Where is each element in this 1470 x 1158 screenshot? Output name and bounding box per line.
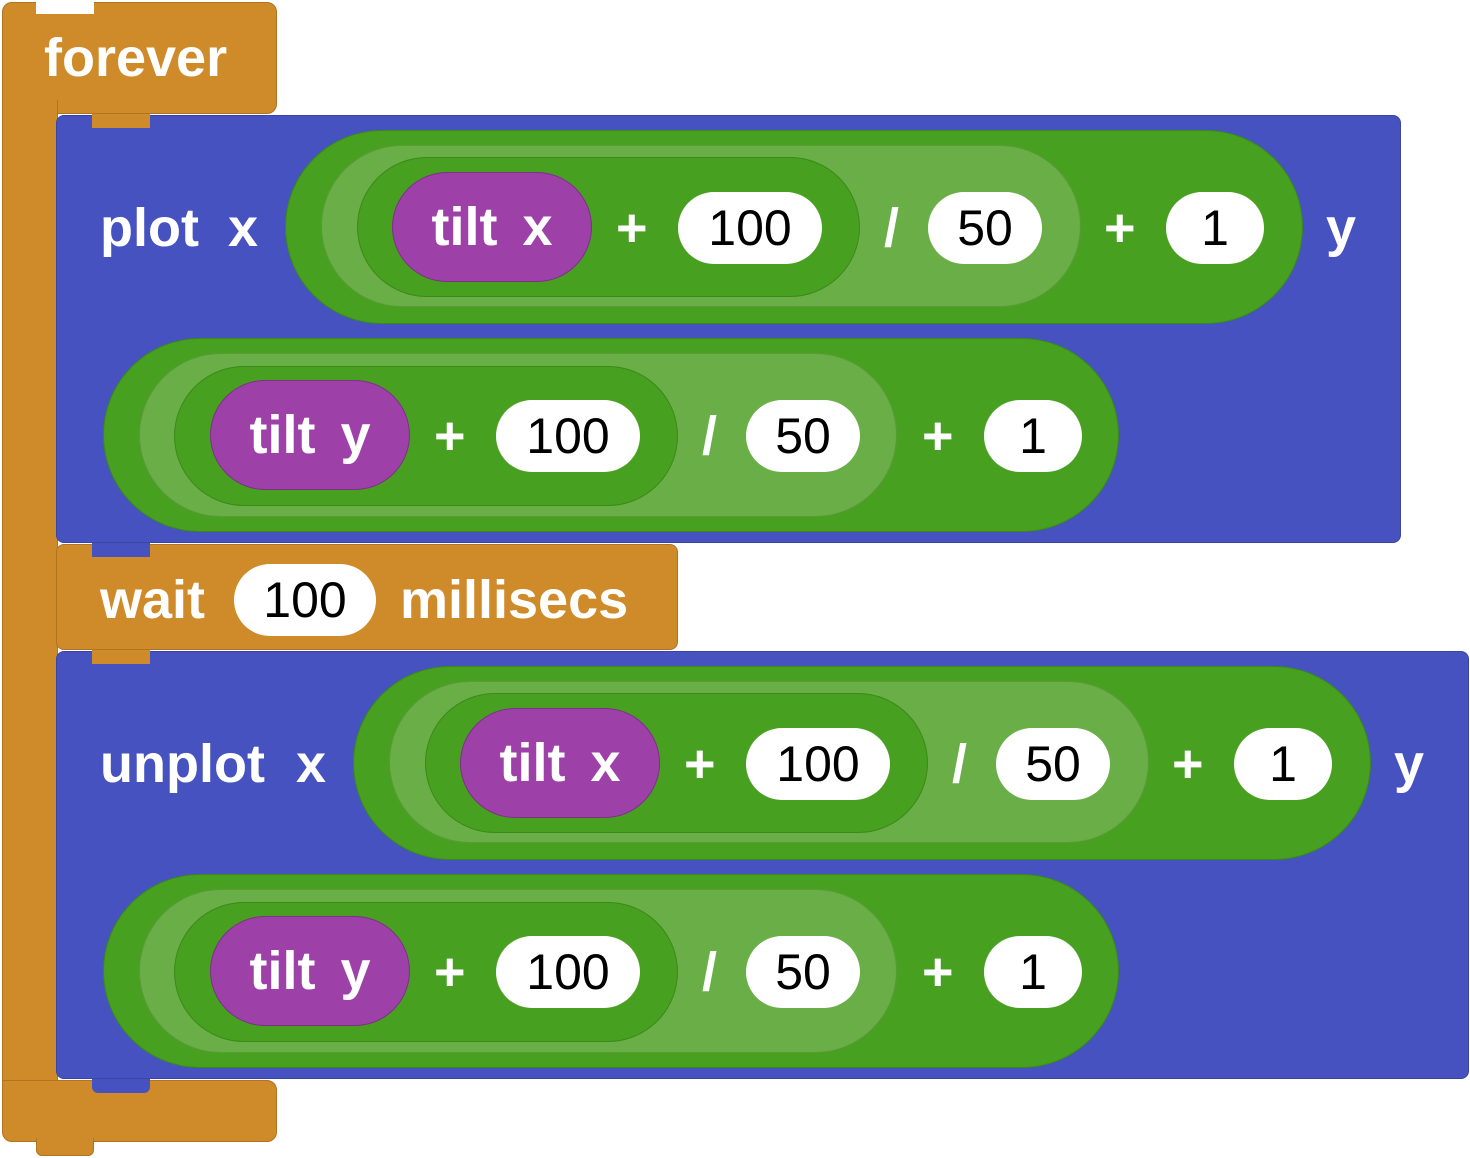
unplot-x-divide-operator: / — [952, 734, 968, 794]
unplot-x-plus-operator: + — [684, 734, 716, 794]
forever-top-bar[interactable] — [2, 2, 277, 114]
plot-x-number-50-input[interactable]: 50 — [928, 192, 1042, 264]
plot-x-number-100-input[interactable]: 100 — [678, 192, 822, 264]
plot-y-plus-operator-2: + — [922, 406, 954, 466]
unplot-x-plus-operator-2: + — [1172, 734, 1204, 794]
plot-y-number-1-input[interactable]: 1 — [984, 400, 1082, 472]
unplot-y-tilt-y-reporter[interactable]: tilt y — [210, 916, 410, 1026]
unplot-y-number-1-input[interactable]: 1 — [984, 936, 1082, 1008]
plot-y-label: y — [1326, 198, 1357, 258]
plot-x-label: x — [228, 198, 259, 258]
unplot-y-label: y — [1394, 734, 1425, 794]
plot-y-number-50-input[interactable]: 50 — [746, 400, 860, 472]
unplot-x-number-1-input[interactable]: 1 — [1234, 728, 1332, 800]
unplot-bottom-tab — [92, 1079, 150, 1093]
plot-y-plus-operator: + — [434, 406, 466, 466]
unplot-top-notch — [92, 650, 150, 664]
unplot-y-divide-operator: / — [702, 942, 718, 1002]
plot-x-plus-operator: + — [616, 198, 648, 258]
wait-unit-label: millisecs — [400, 570, 629, 630]
plot-top-notch — [92, 114, 150, 128]
unplot-label: unplot — [100, 734, 265, 794]
plot-x-tilt-x-reporter[interactable]: tilt x — [392, 172, 592, 282]
wait-top-notch — [92, 543, 150, 557]
wait-label: wait — [100, 570, 206, 630]
plot-label: plot — [100, 198, 199, 258]
plot-y-divide-operator: / — [702, 406, 718, 466]
forever-label: forever — [44, 28, 228, 88]
unplot-x-number-100-input[interactable]: 100 — [746, 728, 890, 800]
unplot-y-plus-operator-2: + — [922, 942, 954, 1002]
plot-y-number-100-input[interactable]: 100 — [496, 400, 640, 472]
wait-duration-input[interactable]: 100 — [234, 564, 376, 636]
unplot-x-tilt-x-reporter[interactable]: tilt x — [460, 708, 660, 818]
unplot-x-number-50-input[interactable]: 50 — [996, 728, 1110, 800]
forever-bottom-tab — [36, 1138, 94, 1156]
unplot-y-number-100-input[interactable]: 100 — [496, 936, 640, 1008]
plot-x-number-1-input[interactable]: 1 — [1166, 192, 1264, 264]
forever-left-arm — [2, 100, 58, 1100]
plot-x-divide-operator: / — [884, 198, 900, 258]
unplot-y-number-50-input[interactable]: 50 — [746, 936, 860, 1008]
unplot-x-label: x — [296, 734, 327, 794]
forever-top-notch — [36, 0, 94, 14]
unplot-y-plus-operator: + — [434, 942, 466, 1002]
plot-y-tilt-y-reporter[interactable]: tilt y — [210, 380, 410, 490]
plot-x-plus-operator-2: + — [1104, 198, 1136, 258]
